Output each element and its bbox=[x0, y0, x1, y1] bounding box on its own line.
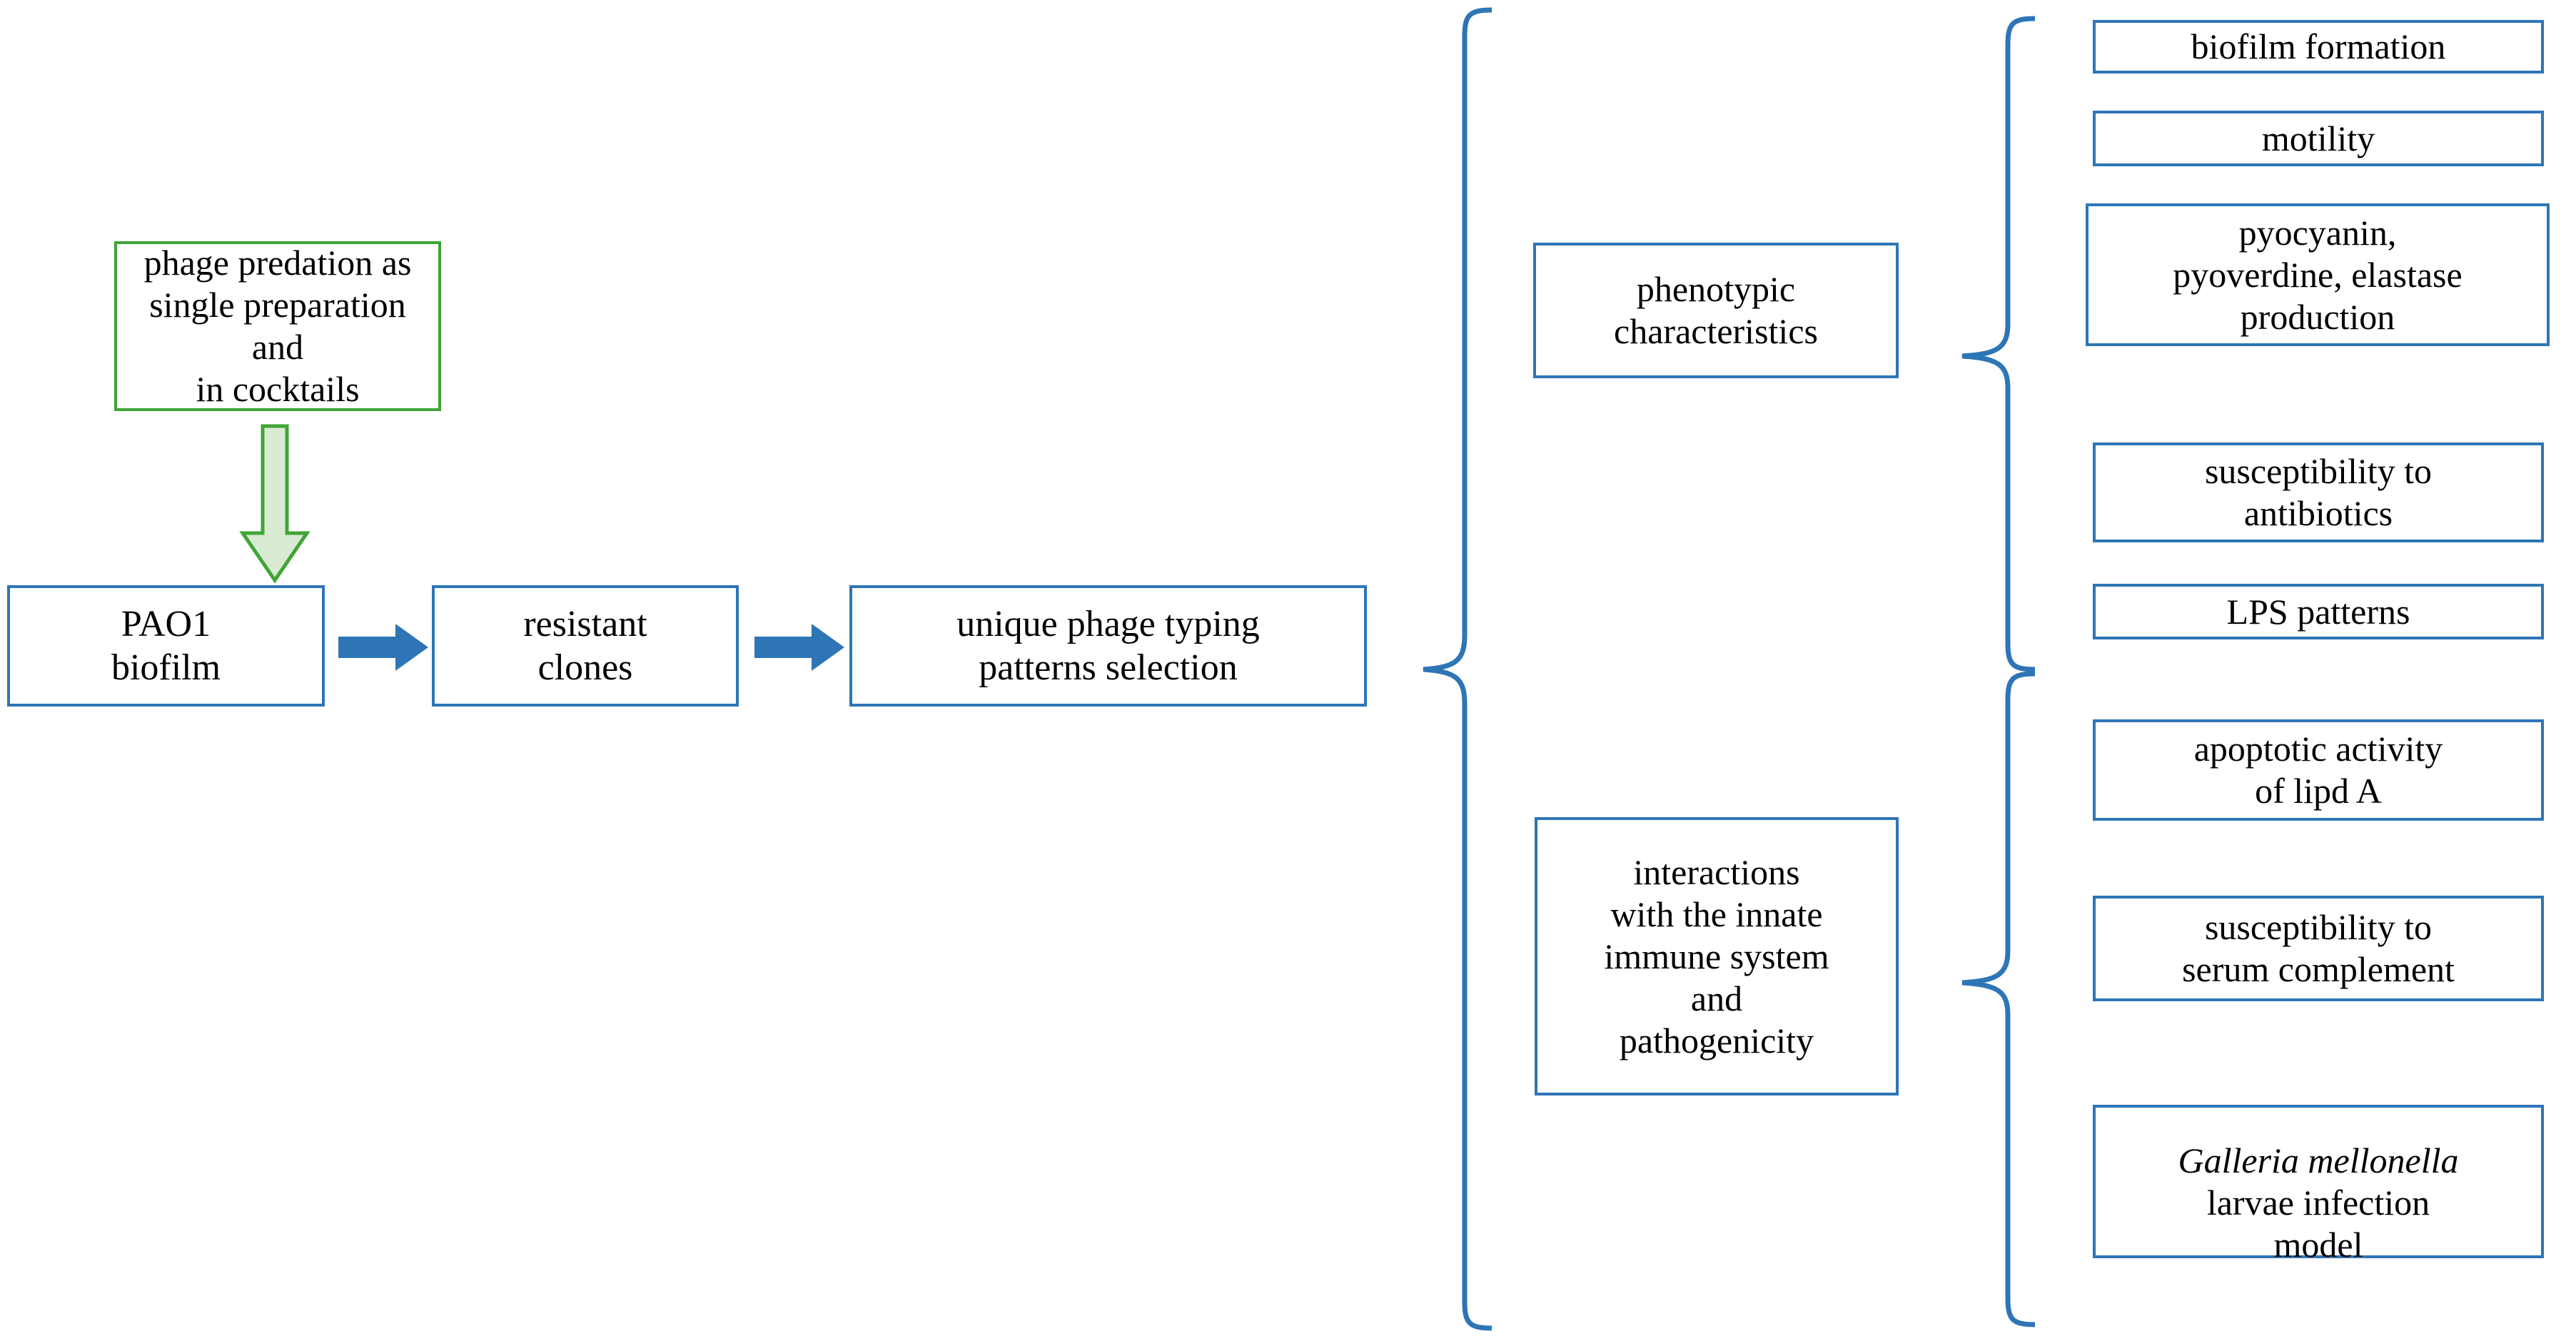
node-innate-immune: interactions with the innate immune syst… bbox=[1535, 817, 1899, 1095]
node-resistant-clones-label: resistant clones bbox=[523, 603, 647, 688]
node-pao1-biofilm: PAO1 biofilm bbox=[7, 585, 325, 707]
node-phenotypic-characteristics-label: phenotypic characteristics bbox=[1614, 269, 1818, 351]
item-susceptibility-antibiotics-label: susceptibility to antibiotics bbox=[2204, 451, 2433, 533]
arrow-resistant-to-typing-icon bbox=[754, 624, 844, 671]
item-galleria-rest: larvae infection model bbox=[2206, 1182, 2430, 1265]
node-resistant-clones: resistant clones bbox=[432, 585, 739, 707]
item-pyocyanin-production-label: pyocyanin, pyoverdine, elastase producti… bbox=[2173, 212, 2463, 337]
item-lps-patterns-label: LPS patterns bbox=[2226, 591, 2410, 632]
node-phage-predation-label: phage predation as single preparation an… bbox=[143, 243, 412, 409]
arrow-pao1-to-resistant-icon bbox=[338, 624, 428, 671]
item-biofilm-formation-label: biofilm formation bbox=[2191, 26, 2446, 66]
brace-immune-group-icon bbox=[1961, 671, 2036, 1327]
item-motility-label: motility bbox=[2261, 118, 2375, 158]
item-galleria-species-name: Galleria mellonella bbox=[2178, 1140, 2459, 1180]
item-pyocyanin-production: pyocyanin, pyoverdine, elastase producti… bbox=[2086, 203, 2550, 346]
node-phage-predation: phage predation as single preparation an… bbox=[114, 241, 441, 411]
item-susceptibility-serum-label: susceptibility to serum complement bbox=[2182, 907, 2455, 989]
node-phenotypic-characteristics: phenotypic characteristics bbox=[1533, 243, 1899, 378]
item-susceptibility-antibiotics: susceptibility to antibiotics bbox=[2093, 442, 2544, 542]
item-lps-patterns: LPS patterns bbox=[2093, 584, 2544, 639]
node-unique-phage-typing-label: unique phage typing patterns selection bbox=[956, 603, 1260, 688]
node-innate-immune-label: interactions with the innate immune syst… bbox=[1604, 851, 1829, 1061]
item-apoptotic-activity: apoptotic activity of lipd A bbox=[2093, 719, 2544, 821]
item-apoptotic-activity-label: apoptotic activity of lipd A bbox=[2193, 729, 2443, 811]
arrow-phage-to-pao1-icon bbox=[239, 424, 310, 584]
node-unique-phage-typing: unique phage typing patterns selection bbox=[849, 585, 1367, 707]
node-pao1-biofilm-label: PAO1 biofilm bbox=[111, 603, 221, 688]
item-motility: motility bbox=[2093, 111, 2544, 166]
brace-main-split-icon bbox=[1423, 7, 1492, 1331]
brace-phenotypic-group-icon bbox=[1961, 16, 2036, 672]
item-susceptibility-serum: susceptibility to serum complement bbox=[2093, 896, 2544, 1001]
item-biofilm-formation: biofilm formation bbox=[2093, 20, 2544, 74]
